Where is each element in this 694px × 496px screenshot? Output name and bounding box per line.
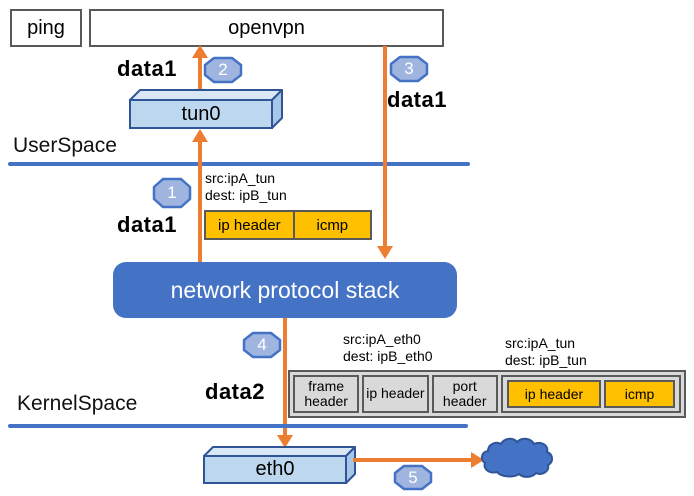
- step-number: 4: [257, 335, 267, 354]
- step-number: 5: [408, 467, 418, 487]
- step-number: 2: [218, 60, 228, 79]
- stack-label: network protocol stack: [170, 276, 400, 303]
- arrow-up-head-icon: [192, 45, 208, 58]
- dest-address: dest: ipB_tun: [505, 352, 587, 368]
- packet-cell-ip-header: ip header: [506, 380, 602, 408]
- arrow-line: [198, 57, 202, 92]
- userspace-label: UserSpace: [13, 134, 117, 157]
- tun-address-annotation-lower: src:ipA_tun dest: ipB_tun: [505, 335, 587, 369]
- userspace-divider-line: [8, 162, 470, 166]
- tun-packet: ip header icmp: [204, 210, 372, 240]
- ip-header-cell: ip header: [362, 375, 429, 413]
- dest-address: dest: ipB_tun: [205, 187, 287, 203]
- tun0-device: tun0: [127, 87, 285, 130]
- step-badge-2: 2: [203, 56, 243, 84]
- packet-cell-icmp: icmp: [604, 380, 675, 408]
- arrow-line: [283, 318, 287, 435]
- cube-icon: [129, 89, 283, 129]
- octagon-icon: [203, 56, 243, 84]
- tun-address-annotation: src:ipA_tun dest: ipB_tun: [205, 170, 287, 204]
- step-badge-1: 1: [152, 177, 192, 209]
- kernelspace-divider-line: [8, 424, 468, 428]
- src-address: src:ipA_tun: [205, 170, 276, 186]
- arrow-up-head-icon: [192, 129, 208, 142]
- octagon-icon: [393, 464, 433, 491]
- packet-cell-ip-header: ip header: [206, 212, 293, 238]
- frame-header-cell: frame header: [293, 375, 360, 413]
- eth-address-annotation: src:ipA_eth0 dest: ipB_eth0: [343, 331, 433, 365]
- tun0-label: tun0: [181, 102, 221, 125]
- openvpn-process-box: openvpn: [89, 9, 444, 47]
- src-address: src:ipA_eth0: [343, 331, 421, 347]
- step-badge-3: 3: [389, 55, 429, 83]
- packet-cell-icmp: icmp: [294, 212, 370, 238]
- dest-address: dest: ipB_eth0: [343, 348, 433, 364]
- network-protocol-stack-box: network protocol stack: [113, 262, 457, 318]
- internet-cloud-icon: [479, 436, 557, 485]
- data1-label-step3: data1: [387, 87, 447, 112]
- data1-label-step2: data1: [117, 56, 177, 81]
- arrow-line: [353, 458, 471, 462]
- arrow-line: [198, 141, 202, 262]
- arrow-down-head-icon: [277, 435, 293, 448]
- step-number: 3: [404, 59, 414, 78]
- port-header-cell: port header: [431, 375, 498, 413]
- eth0-device: eth0: [201, 444, 359, 486]
- step-badge-4: 4: [242, 331, 282, 359]
- octagon-icon: [242, 331, 282, 359]
- data2-label-step4: data2: [205, 379, 265, 404]
- octagon-icon: [389, 55, 429, 83]
- cube-icon: [203, 446, 356, 484]
- arrow-line: [383, 46, 387, 246]
- arrow-down-head-icon: [377, 246, 393, 259]
- octagon-icon: [152, 177, 192, 209]
- eth0-label: eth0: [255, 458, 295, 480]
- step-badge-5: 5: [393, 464, 433, 491]
- ping-process-box: ping: [10, 9, 82, 47]
- arrow-right-head-icon: [471, 452, 484, 468]
- eth-frame-packet: frame header ip header port header ip he…: [288, 370, 686, 418]
- openvpn-label: openvpn: [228, 16, 305, 39]
- encapsulated-tun-packet: ip header icmp: [500, 375, 681, 413]
- step-number: 1: [167, 183, 177, 202]
- src-address: src:ipA_tun: [505, 335, 576, 351]
- ping-label: ping: [27, 16, 65, 39]
- data1-label-step1: data1: [117, 212, 177, 237]
- kernelspace-label: KernelSpace: [17, 392, 138, 415]
